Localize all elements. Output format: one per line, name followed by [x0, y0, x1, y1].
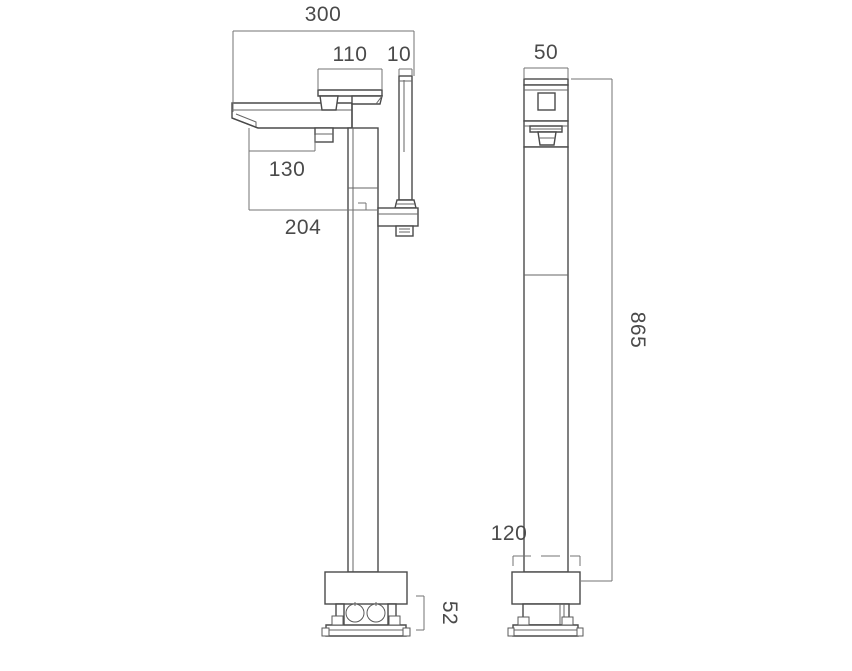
- side-top-block: [523, 78, 569, 122]
- dim-110: 110: [317, 43, 383, 90]
- side-base-cover: [511, 571, 581, 605]
- dim-865: 865: [571, 78, 649, 582]
- side-base-internals: [507, 603, 584, 637]
- lever-handle: [317, 89, 383, 128]
- dim-120: 120: [491, 522, 581, 566]
- front-view: 300 110 10 130 204: [231, 3, 461, 637]
- main-column: [347, 127, 379, 573]
- side-main-column: [523, 146, 569, 573]
- dim-50: 50: [523, 41, 569, 79]
- dim-204: 204: [248, 151, 378, 239]
- dim-120-label: 120: [491, 522, 528, 545]
- handshower-outlet: [377, 199, 419, 237]
- dim-50-label: 50: [534, 41, 558, 64]
- front-base-cover: [324, 571, 408, 605]
- dim-52: 52: [416, 595, 461, 631]
- dim-110-label: 110: [333, 43, 368, 66]
- handshower-riser: [398, 75, 413, 201]
- side-valve-block: [523, 120, 569, 148]
- dim-300: 300: [232, 3, 415, 112]
- dim-204-label: 204: [285, 216, 322, 239]
- dim-300-label: 300: [305, 3, 342, 26]
- dim-865-label: 865: [626, 312, 649, 349]
- dim-52-label: 52: [438, 601, 461, 625]
- dim-130: 130: [248, 128, 316, 181]
- front-base-internals: [321, 602, 411, 637]
- dim-130-label: 130: [269, 158, 306, 181]
- side-view: 50 865 120: [491, 41, 649, 637]
- dim-10-label: 10: [387, 43, 411, 66]
- dim-10: 10: [387, 43, 413, 76]
- spout-collar: [314, 127, 334, 143]
